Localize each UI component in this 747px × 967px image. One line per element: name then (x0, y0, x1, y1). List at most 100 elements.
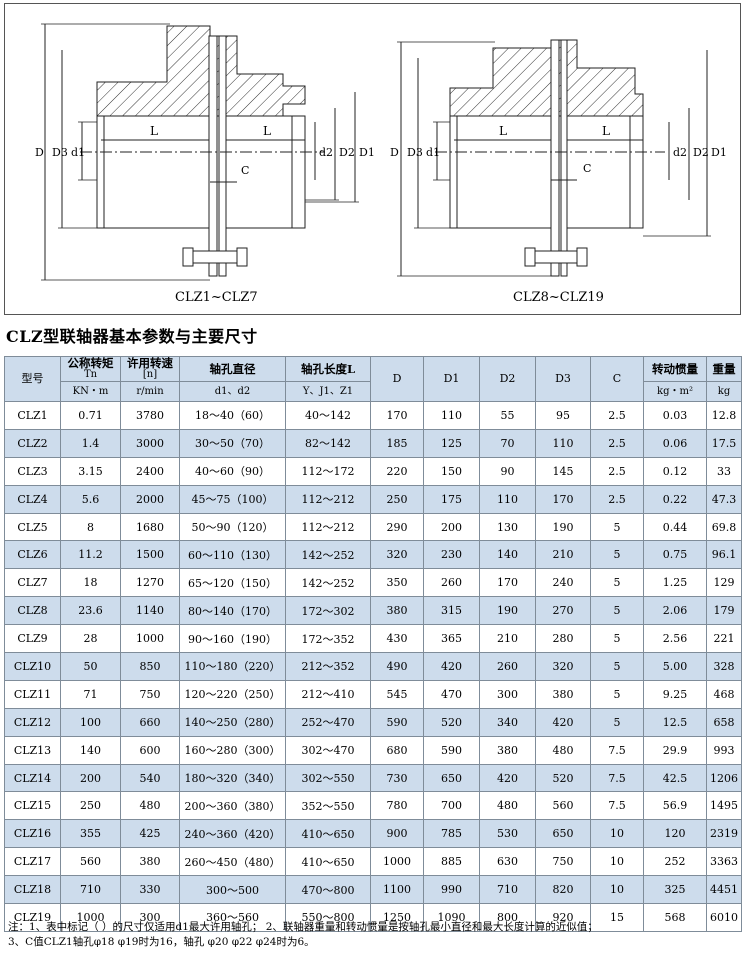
label-D-left: D (35, 146, 44, 159)
table-cell: 320 (370, 540, 424, 570)
table-cell: 630 (479, 847, 536, 877)
table-cell: 69.8 (706, 512, 742, 542)
table-cell: 290 (370, 512, 424, 542)
table-cell: 300 (479, 679, 536, 709)
table-cell: 172～302 (285, 596, 371, 626)
table-cell: 3780 (120, 401, 180, 430)
table-cell: 530 (479, 819, 536, 849)
table-cell: 29.9 (643, 735, 707, 765)
header-speed-label: 许用转速 (127, 356, 173, 370)
table-cell: 5 (590, 512, 644, 542)
table-cell: 300～500 (179, 875, 286, 905)
table-cell: 0.12 (643, 456, 707, 486)
table-cell: 750 (120, 679, 180, 709)
table-cell: 33 (706, 456, 742, 486)
table-cell: 850 (120, 652, 180, 681)
table-cell: 3.15 (60, 456, 121, 486)
table-cell: 320 (535, 652, 591, 681)
table-cell: 328 (706, 652, 742, 681)
table-cell: 730 (370, 763, 424, 793)
table-cell: 252～470 (285, 707, 371, 737)
table-cell: 10 (590, 819, 644, 849)
table-cell: CLZ9 (4, 624, 61, 654)
table-cell: 170 (479, 568, 536, 598)
table-cell: CLZ5 (4, 512, 61, 542)
table-cell: CLZ11 (4, 679, 61, 709)
table-cell: 550～800 (285, 903, 371, 932)
table-cell: 785 (423, 819, 480, 849)
table-cell: 300 (120, 903, 180, 932)
label-L-right-1: L (499, 124, 507, 138)
table-cell: 200～360（380） (179, 791, 286, 821)
table-cell: CLZ18 (4, 875, 61, 905)
table-cell: 150 (423, 456, 480, 486)
table-cell: 95 (535, 401, 591, 430)
table-cell: 5 (590, 568, 644, 598)
table-cell: 170 (535, 484, 591, 514)
header-torque-label: 公称转矩 (67, 356, 114, 370)
table-cell: 470 (423, 679, 480, 709)
table-cell: 0.75 (643, 540, 707, 570)
table-cell: CLZ10 (4, 652, 61, 681)
table-cell: 1250 (370, 903, 424, 932)
table-cell: 5 (590, 652, 644, 681)
table-cell: 380 (479, 735, 536, 765)
table-cell: 12.8 (706, 401, 742, 430)
table-cell: 885 (423, 847, 480, 877)
table-cell: 179 (706, 596, 742, 626)
table-cell: 2400 (120, 456, 180, 486)
table-cell: 1000 (370, 847, 424, 877)
table-cell: 340 (479, 707, 536, 737)
header-inertia: 转动惯量 (643, 356, 707, 382)
table-title: CLZ型联轴器基本参数与主要尺寸 (6, 327, 258, 346)
header-bore: 轴孔直径 (179, 356, 286, 382)
table-cell: 110 (535, 428, 591, 458)
header-inertia-unit: kg・m² (643, 381, 707, 402)
header-torque-unit: KN・m (60, 381, 121, 402)
header-length-sub: Y、J1、Z1 (285, 381, 371, 402)
table-cell: 8 (60, 512, 121, 542)
table-cell: 230 (423, 540, 480, 570)
table-cell: 1206 (706, 763, 742, 793)
table-cell: 1100 (370, 875, 424, 905)
header-speed: 许用转速 [n] (120, 356, 180, 382)
table-cell: 545 (370, 679, 424, 709)
table-cell: 2.5 (590, 456, 644, 486)
table-cell: 180～320（340） (179, 763, 286, 793)
caption-clz1-clz7: CLZ1~CLZ7 (175, 290, 258, 305)
coupling-drawings: D D3 d1 d2 D2 D1 L L C (35, 23, 727, 281)
table-cell: 1.25 (643, 568, 707, 598)
table-cell: 56.9 (643, 791, 707, 821)
header-bore-sub: d1、d2 (179, 381, 286, 402)
table-cell: CLZ17 (4, 847, 61, 877)
table-cell: 142～252 (285, 540, 371, 570)
table-cell: 250 (370, 484, 424, 514)
table-cell: 5.6 (60, 484, 121, 514)
header-weight-unit: kg (706, 381, 742, 402)
table-cell: 40～142 (285, 401, 371, 430)
table-cell: 900 (370, 819, 424, 849)
table-cell: 560 (535, 791, 591, 821)
label-D3-right: D3 (407, 146, 423, 159)
table-cell: 28 (60, 624, 121, 654)
table-cell: 2.5 (590, 484, 644, 514)
table-cell: 350 (370, 568, 424, 598)
table-cell: 710 (60, 875, 121, 905)
table-cell: 0.71 (60, 401, 121, 430)
header-model: 型号 (4, 356, 61, 402)
table-cell: CLZ13 (4, 735, 61, 765)
table-cell: 82～142 (285, 428, 371, 458)
table-cell: 780 (370, 791, 424, 821)
table-cell: CLZ7 (4, 568, 61, 598)
table-cell: 23.6 (60, 596, 121, 626)
header-D: D (370, 356, 424, 402)
table-cell: 100 (60, 707, 121, 737)
